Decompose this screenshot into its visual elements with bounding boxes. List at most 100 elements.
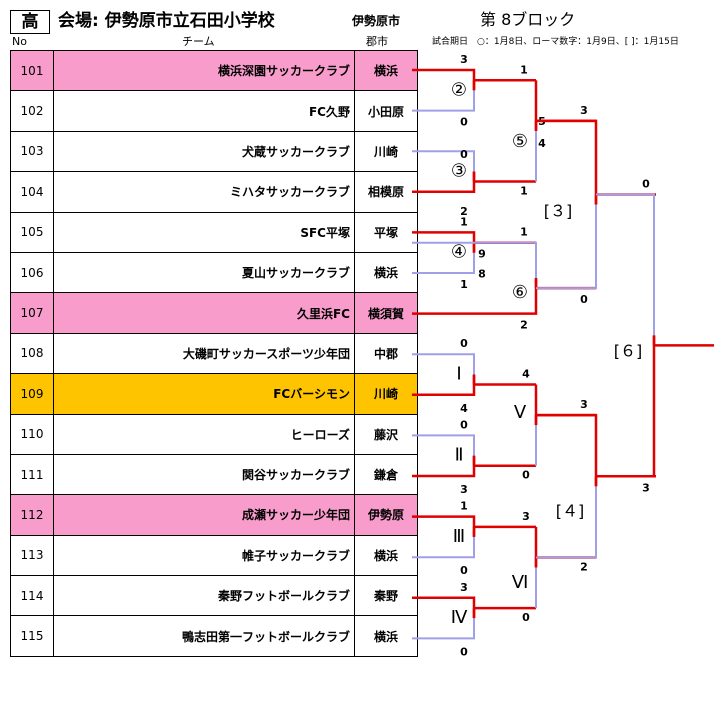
score: 1 bbox=[520, 185, 528, 198]
r3-line-top bbox=[536, 119, 598, 205]
pk-score: 9 bbox=[478, 247, 486, 260]
round-label: [４] bbox=[556, 502, 585, 521]
match-label: ⑤ bbox=[512, 131, 528, 152]
score: 3 bbox=[460, 483, 468, 496]
division-badge: 高 bbox=[10, 10, 50, 34]
team-number: 101 bbox=[10, 49, 54, 92]
m3-line-top bbox=[412, 150, 475, 172]
r6-line-bottom bbox=[596, 335, 656, 478]
match-label: ③ bbox=[451, 161, 467, 182]
score: 3 bbox=[460, 53, 468, 66]
column-header-no: No bbox=[12, 35, 27, 48]
score: 1 bbox=[460, 500, 468, 513]
score: 3 bbox=[580, 104, 588, 117]
score: 1 bbox=[520, 226, 528, 239]
match-label: Ⅲ bbox=[453, 526, 465, 547]
score: 0 bbox=[580, 293, 588, 306]
team-name: 久里浜FC bbox=[53, 292, 355, 334]
host-city: 伊勢原市 bbox=[352, 14, 401, 28]
m6-line-bottom bbox=[412, 278, 538, 315]
score: 0 bbox=[460, 645, 468, 658]
team-number: 110 bbox=[10, 413, 54, 455]
schedule-notes: 試合期日 ○：1月8日、ローマ数字：1月9日、[ ]：1月15日 bbox=[432, 37, 679, 47]
score: 4 bbox=[460, 402, 468, 415]
team-name: 大磯町サッカースポーツ少年団 bbox=[53, 332, 355, 375]
team-region: 伊勢原 bbox=[354, 494, 418, 536]
score: 2 bbox=[580, 561, 588, 574]
score: 3 bbox=[460, 581, 468, 594]
round-label: [６] bbox=[614, 342, 643, 361]
match-label: Ⅳ bbox=[451, 607, 468, 628]
round-label: [３] bbox=[544, 202, 573, 221]
team-region: 横浜 bbox=[354, 615, 418, 657]
team-number: 111 bbox=[10, 453, 54, 496]
venue-title: 会場: 伊勢原市立石田小学校 bbox=[58, 11, 275, 31]
score: 1 bbox=[520, 63, 528, 76]
r6-line-top bbox=[596, 193, 655, 336]
team-region: 相模原 bbox=[354, 171, 418, 213]
score: 3 bbox=[642, 481, 650, 494]
score: 0 bbox=[460, 418, 468, 431]
column-header-region: 郡市 bbox=[366, 35, 388, 48]
score: 0 bbox=[642, 178, 650, 191]
mIV-line-bottom bbox=[412, 618, 475, 640]
score: 2 bbox=[460, 205, 468, 218]
m6-line-top bbox=[412, 241, 537, 279]
match-label: Ⅱ bbox=[455, 445, 464, 466]
r3-line-bottom bbox=[536, 204, 597, 290]
team-region: 横浜 bbox=[354, 251, 418, 294]
score: 0 bbox=[460, 148, 468, 161]
match-label: Ⅵ bbox=[512, 572, 529, 593]
mII-line-bottom bbox=[412, 455, 476, 478]
match-label: ④ bbox=[451, 242, 467, 263]
mI-line-top bbox=[412, 353, 475, 375]
score: 2 bbox=[520, 319, 528, 332]
pk-score: 4 bbox=[538, 137, 546, 150]
team-name: 横浜深園サッカークラブ bbox=[53, 49, 355, 92]
team-name: ヒーローズ bbox=[53, 413, 355, 455]
team-number: 103 bbox=[10, 130, 54, 173]
match-label: ⑥ bbox=[512, 282, 528, 303]
match-label: ② bbox=[451, 79, 467, 100]
team-region: 藤沢 bbox=[354, 413, 418, 455]
score: 3 bbox=[522, 510, 530, 523]
team-region: 平塚 bbox=[354, 211, 418, 253]
match-label: Ⅰ bbox=[456, 364, 461, 385]
mI-line-bottom bbox=[412, 374, 476, 397]
team-region: 横須賀 bbox=[354, 292, 418, 334]
team-region: 横浜 bbox=[354, 534, 418, 577]
mIII-line-bottom bbox=[412, 536, 475, 559]
team-number: 113 bbox=[10, 534, 54, 577]
match-label: Ⅴ bbox=[514, 402, 527, 423]
m4-line-bottom bbox=[412, 252, 475, 274]
r4-line-bottom bbox=[536, 486, 597, 559]
block-title: 第 8ブロック bbox=[480, 10, 576, 29]
team-region: 横浜 bbox=[354, 49, 418, 92]
m2-line-bottom bbox=[412, 90, 475, 112]
team-name: 秦野フットボールクラブ bbox=[53, 575, 355, 617]
score: 0 bbox=[460, 564, 468, 577]
column-header-team: チーム bbox=[182, 35, 215, 48]
pk-score: 8 bbox=[478, 267, 486, 280]
score: 0 bbox=[460, 116, 468, 129]
score: 0 bbox=[460, 337, 468, 350]
team-number: 109 bbox=[10, 373, 54, 415]
team-name: ミハタサッカークラブ bbox=[53, 171, 355, 213]
score: 1 bbox=[460, 278, 468, 291]
team-region: 小田原 bbox=[354, 90, 418, 132]
team-number: 114 bbox=[10, 575, 54, 617]
team-name: SFC平塚 bbox=[53, 211, 355, 253]
